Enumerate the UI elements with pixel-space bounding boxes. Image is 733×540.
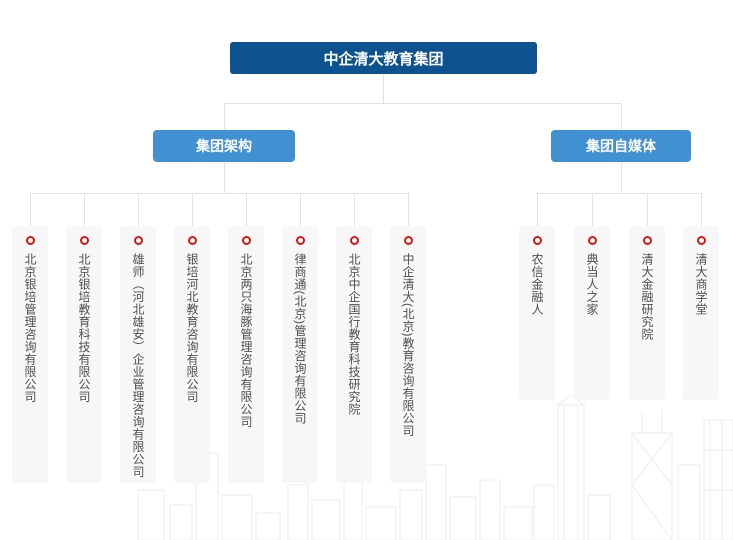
connector-line — [300, 193, 301, 226]
root-node: 中企清大教育集团 — [230, 42, 537, 74]
connector-line — [138, 193, 139, 226]
connector-line — [701, 193, 702, 226]
leaf-card: 律商通(北京)管理咨询有限公司 — [282, 226, 318, 483]
root-node-label: 中企清大教育集团 — [323, 50, 444, 68]
branch-node-label: 集团自媒体 — [586, 138, 656, 154]
connector-line — [192, 193, 193, 226]
leaf-card: 清大商学堂 — [683, 226, 719, 400]
connector-line — [621, 103, 622, 130]
ring-icon — [642, 236, 652, 245]
connector-line — [592, 193, 593, 226]
leaf-label: 银培河北教育咨询有限公司 — [185, 253, 199, 403]
leaf-card: 北京银培教育科技有限公司 — [66, 226, 102, 483]
leaf-card: 典当人之家 — [574, 226, 610, 400]
ring-icon — [79, 236, 89, 245]
leaf-card: 雄师（河北雄安）企业管理咨询有限公司 — [120, 226, 156, 483]
leaf-label: 农信金融人 — [530, 253, 544, 316]
leaf-label: 北京两只海豚管理咨询有限公司 — [239, 253, 253, 428]
connector-line — [408, 193, 409, 226]
leaf-label: 雄师（河北雄安）企业管理咨询有限公司 — [131, 253, 145, 478]
leaf-label: 律商通(北京)管理咨询有限公司 — [293, 253, 307, 425]
connector-line — [621, 162, 622, 193]
connector-line — [246, 193, 247, 226]
leaf-label: 典当人之家 — [585, 253, 599, 316]
ring-icon — [349, 236, 359, 245]
leaf-label: 北京中企国行教育科技研究院 — [347, 253, 361, 416]
branch-node-label: 集团架构 — [196, 138, 252, 154]
connector-line — [537, 193, 538, 226]
leaf-label: 清大金融研究院 — [640, 253, 654, 341]
connector-line — [224, 103, 621, 104]
leaf-card: 清大金融研究院 — [629, 226, 665, 400]
leaf-label: 北京银培管理咨询有限公司 — [23, 253, 37, 403]
ring-icon — [241, 236, 251, 245]
ring-icon — [532, 236, 542, 245]
leaf-card: 农信金融人 — [519, 226, 555, 400]
leaf-card: 中企清大(北京)教育咨询有限公司 — [390, 226, 426, 483]
ring-icon — [25, 236, 35, 245]
leaf-card: 北京中企国行教育科技研究院 — [336, 226, 372, 483]
connector-line — [224, 103, 225, 130]
ring-icon — [187, 236, 197, 245]
connector-line — [354, 193, 355, 226]
ring-icon — [403, 236, 413, 245]
leaf-label: 清大商学堂 — [694, 253, 708, 316]
ring-icon — [587, 236, 597, 245]
ring-icon — [696, 236, 706, 245]
connector-line — [647, 193, 648, 226]
connector-line — [537, 193, 701, 194]
ring-icon — [133, 236, 143, 245]
city-skyline-watermark-icon — [130, 395, 733, 540]
leaf-card: 北京银培管理咨询有限公司 — [12, 226, 48, 483]
leaf-label: 中企清大(北京)教育咨询有限公司 — [401, 253, 415, 437]
branch-node-group-media: 集团自媒体 — [551, 130, 691, 162]
leaf-label: 北京银培教育科技有限公司 — [77, 253, 91, 403]
leaf-card: 北京两只海豚管理咨询有限公司 — [228, 226, 264, 483]
connector-line — [84, 193, 85, 226]
ring-icon — [295, 236, 305, 245]
connector-line — [383, 74, 384, 103]
connector-line — [30, 193, 31, 226]
connector-line — [30, 193, 408, 194]
branch-node-group-structure: 集团架构 — [153, 130, 295, 162]
connector-line — [224, 162, 225, 193]
leaf-card: 银培河北教育咨询有限公司 — [174, 226, 210, 483]
